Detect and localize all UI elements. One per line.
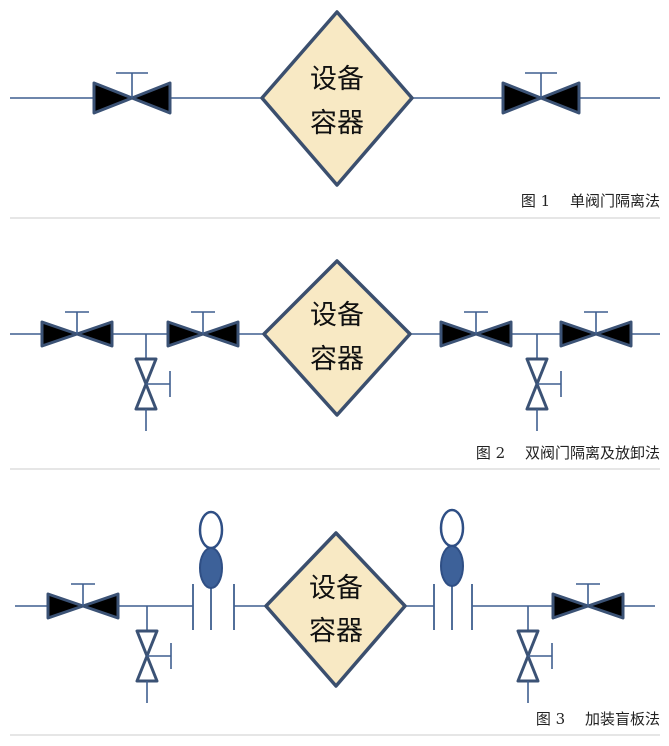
figure-caption: 图 2 双阀门隔离及放卸法 [476, 444, 660, 462]
figure-caption: 图 1 单阀门隔离法 [521, 192, 660, 210]
figure-2: 设备 容器 图 2 双阀门隔离及放卸法 [10, 259, 660, 470]
gate-valve-icon [92, 71, 172, 115]
drain-valve-icon [134, 332, 172, 433]
gate-valve-icon [439, 310, 513, 348]
gate-valve-icon [166, 310, 240, 348]
vessel [264, 531, 407, 688]
figure-1: 设备 容器 图 1 单阀门隔离法 [10, 10, 660, 219]
vessel-label: 容器 [310, 108, 364, 139]
vessel [260, 10, 414, 187]
vessel-label: 容器 [310, 344, 364, 375]
figure-caption: 图 3 加装盲板法 [536, 710, 660, 728]
blind-plate-icon [192, 510, 235, 630]
drain-valve-icon [135, 604, 173, 705]
vessel-label: 容器 [309, 616, 363, 647]
gate-valve-icon [40, 310, 114, 348]
blind-plate-icon [433, 508, 473, 630]
gate-valve-icon [46, 582, 120, 620]
drain-valve-icon [516, 604, 554, 705]
drain-valve-icon [525, 332, 563, 433]
vessel-label: 设备 [309, 573, 363, 604]
vessel-label: 设备 [310, 64, 364, 95]
gate-valve-icon [551, 582, 625, 620]
gate-valve-icon [559, 310, 633, 348]
figure-3: 设备 容器 图 3 加装盲板法 [10, 508, 660, 736]
vessel-label: 设备 [310, 300, 364, 331]
vessel [262, 259, 412, 417]
gate-valve-icon [501, 71, 581, 115]
